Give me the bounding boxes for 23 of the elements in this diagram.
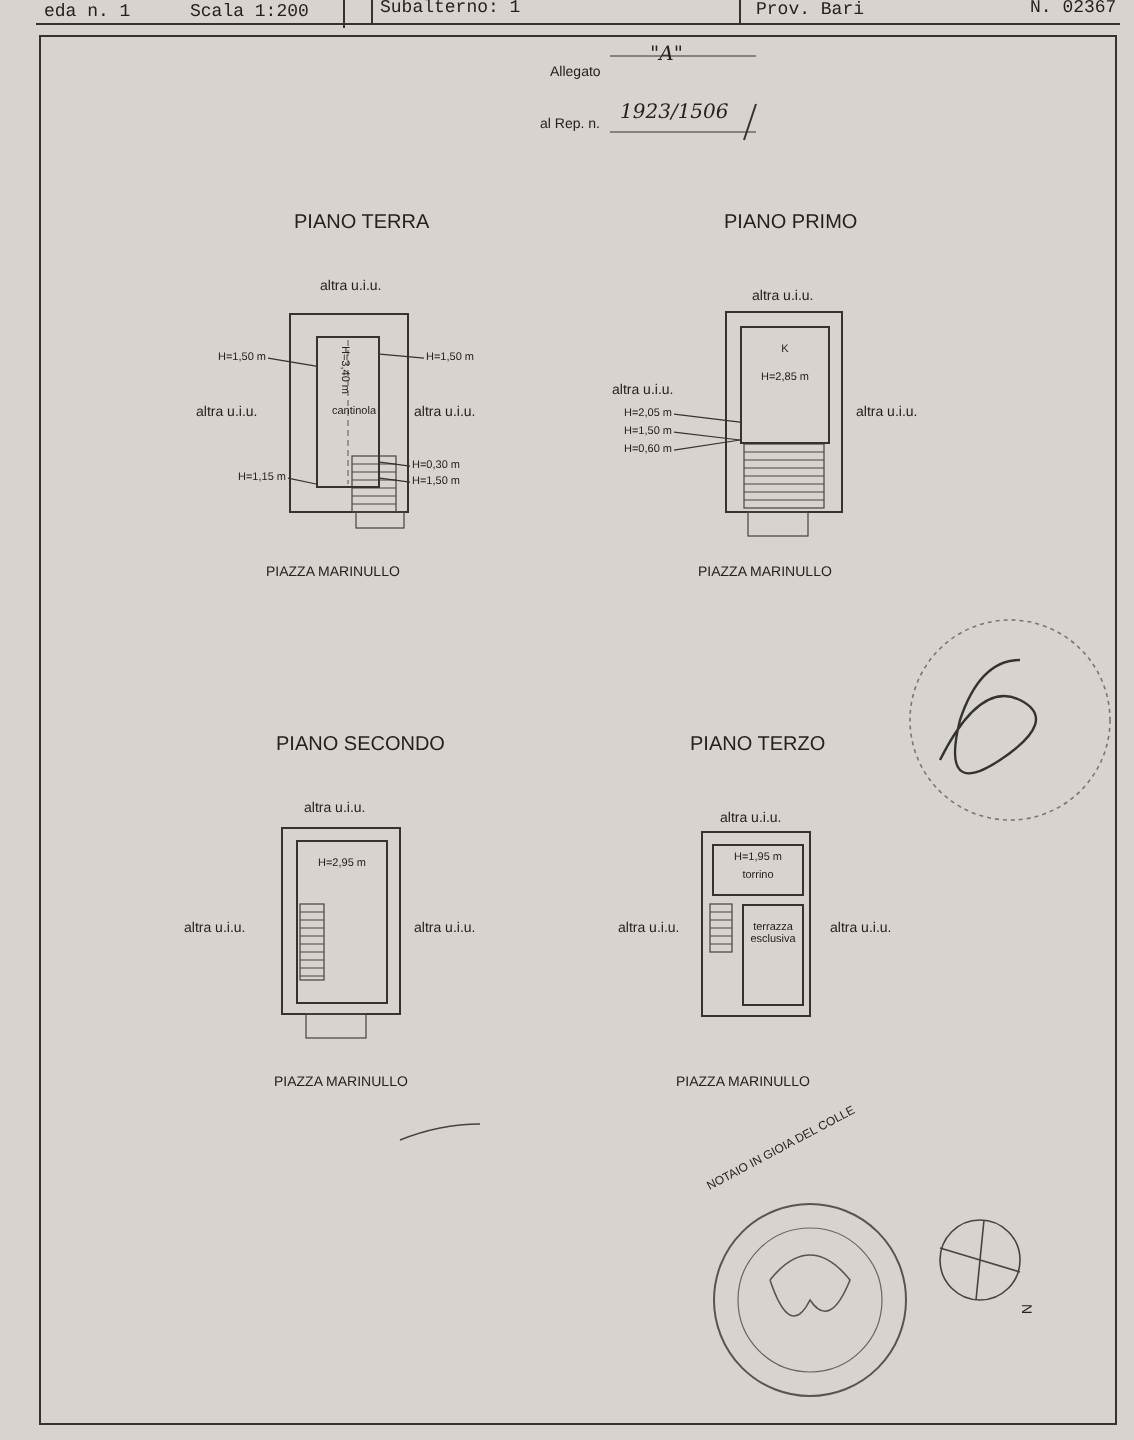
province-name: Prov. Bari [756, 2, 865, 22]
sheet-number: eda n. 1 [44, 4, 131, 24]
handwritten-annex-letter: "A" [650, 44, 683, 66]
leader-line [379, 477, 411, 483]
leader-line [379, 461, 411, 467]
leader-line [287, 477, 317, 485]
room-outline [712, 844, 804, 896]
leader-line [379, 353, 425, 359]
room-outline [742, 904, 804, 1006]
file-number: N. 02367 [1030, 0, 1117, 20]
floor-title: PIANO TERRA [294, 212, 430, 234]
leader-line [267, 357, 317, 367]
floor-title: PIANO TERZO [690, 734, 826, 756]
leader-line [673, 439, 741, 451]
room-outline [316, 336, 380, 488]
handwritten-register-number: 1923/1506 [620, 102, 729, 124]
leader-line [673, 431, 741, 441]
leader-line [673, 413, 741, 423]
floor-title: PIANO SECONDO [276, 734, 445, 756]
floor-title: PIANO PRIMO [724, 212, 858, 234]
room-outline [296, 840, 388, 1004]
room-outline [740, 326, 830, 444]
scale-note: Scala 1:200 [190, 4, 309, 24]
